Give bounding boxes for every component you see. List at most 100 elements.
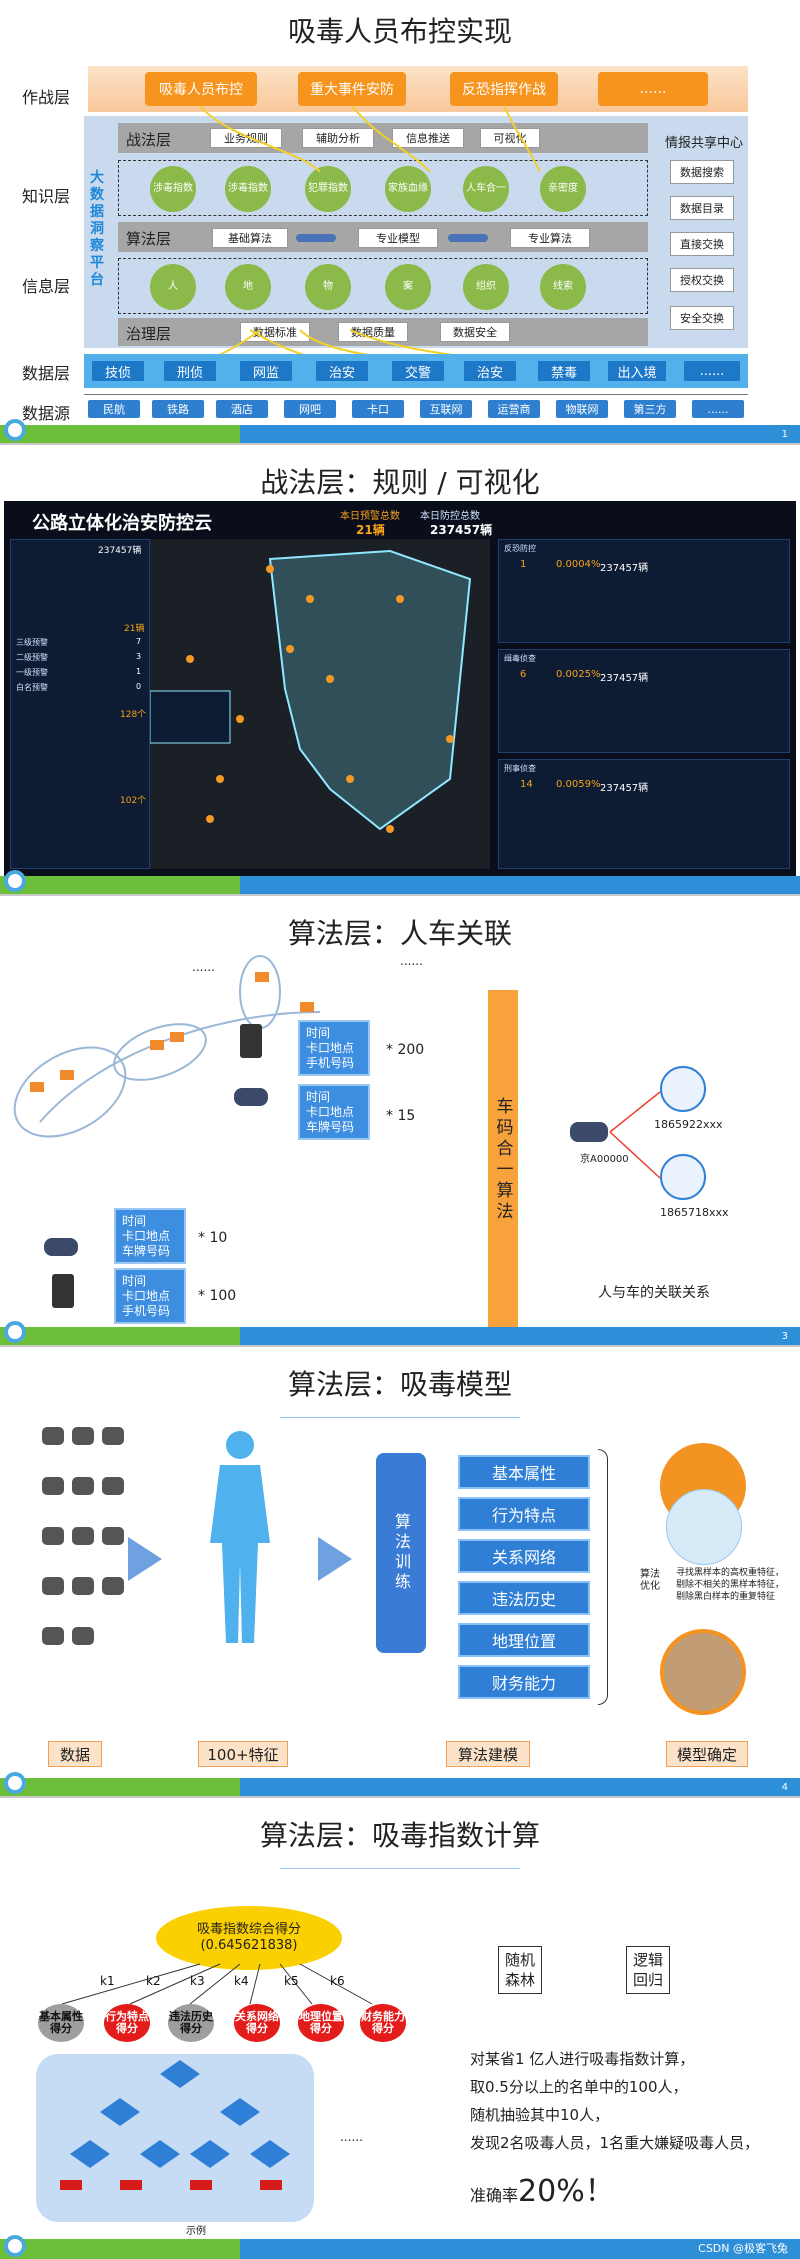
share-item[interactable]: 安全交换 bbox=[670, 306, 734, 330]
data-item: 治安 bbox=[316, 361, 368, 381]
dots: ...... bbox=[192, 960, 215, 974]
optimize-label: 算法优化 bbox=[640, 1569, 660, 1593]
example-caption: 示例 bbox=[186, 2222, 206, 2237]
left-count-3: 102个 bbox=[120, 793, 146, 806]
stat-control-value: 237457辆 bbox=[430, 521, 492, 538]
car-icon bbox=[44, 1238, 78, 1256]
footer-logo-icon bbox=[4, 870, 26, 892]
dots: ...... bbox=[400, 954, 423, 968]
weight-label: k5 bbox=[284, 1974, 299, 1988]
data-item: 技侦 bbox=[92, 361, 144, 381]
slide-drug-model: 算法层：吸毒模型 算法训练 基本属性 行为特点 关系网络 违法历史 地理位置 财… bbox=[0, 1353, 800, 1798]
slide-title: 算法层：人车关联 bbox=[0, 912, 800, 952]
slide-title: 算法层：吸毒模型 bbox=[0, 1363, 800, 1403]
right-panel-num: 1 bbox=[520, 559, 526, 570]
right-panel-total: 237457辆 bbox=[600, 559, 648, 574]
data-item: 治安 bbox=[464, 361, 516, 381]
weight-label: k6 bbox=[330, 1974, 345, 1988]
share-item[interactable]: 直接交换 bbox=[670, 232, 734, 256]
result-line: 对某省1 亿人进行吸毒指数计算， bbox=[470, 2048, 694, 2069]
right-panel-num: 6 bbox=[520, 669, 526, 680]
stage-label: 模型确定 bbox=[666, 1741, 748, 1767]
watermark: CSDN @极客飞兔 bbox=[698, 2240, 788, 2256]
dashboard-title: 公路立体化治安防控云 bbox=[32, 509, 212, 535]
source-item: 民航 bbox=[88, 400, 140, 418]
weight-label: k2 bbox=[146, 1974, 161, 1988]
score-circle: 基本属性得分 bbox=[38, 2004, 84, 2042]
relation-lines bbox=[600, 1082, 670, 1192]
left-row-num: 0 bbox=[136, 682, 141, 691]
source-item: 第三方 bbox=[624, 400, 676, 418]
footer-logo-icon bbox=[4, 419, 26, 441]
bracket bbox=[598, 1449, 608, 1705]
slide-title: 算法层：吸毒指数计算 bbox=[0, 1814, 800, 1854]
record-box-b: 时间 卡口地点 车牌号码 bbox=[298, 1084, 370, 1140]
score-value: (0.645621838) bbox=[156, 1938, 342, 1953]
left-panel bbox=[10, 539, 150, 869]
arrow-icon bbox=[128, 1537, 162, 1581]
slide-footer: CSDN @极客飞兔 bbox=[0, 2239, 800, 2259]
score-title: 吸毒指数综合得分 bbox=[156, 1918, 342, 1937]
model-circle-bottom bbox=[660, 1629, 746, 1715]
map-view[interactable] bbox=[150, 539, 490, 869]
right-panel-pct: 0.0025% bbox=[556, 669, 601, 680]
train-bar: 算法训练 bbox=[376, 1453, 426, 1653]
right-panel-head: 反恐防控 bbox=[504, 543, 536, 554]
right-panel-head: 刑事侦查 bbox=[504, 763, 536, 774]
share-item[interactable]: 授权交换 bbox=[670, 268, 734, 292]
score-circle: 违法历史得分 bbox=[168, 2004, 214, 2042]
source-item: 物联网 bbox=[556, 400, 608, 418]
multiplier: * 200 bbox=[386, 1042, 424, 1058]
feature-box: 基本属性 bbox=[458, 1455, 590, 1489]
weight-label: k1 bbox=[100, 1974, 115, 1988]
stat-warning-value: 21辆 bbox=[356, 521, 385, 538]
feature-box: 行为特点 bbox=[458, 1497, 590, 1531]
data-item: 网监 bbox=[240, 361, 292, 381]
right-panel-drug bbox=[498, 649, 790, 753]
source-item: 卡口 bbox=[352, 400, 404, 418]
route-map bbox=[0, 952, 340, 1212]
multiplier: * 10 bbox=[198, 1230, 227, 1246]
accuracy-value: 20%！ bbox=[518, 2174, 615, 2209]
slide-architecture: 吸毒人员布控实现 作战层 知识层 信息层 数据层 数据源 吸毒人员布控 重大事件… bbox=[0, 0, 800, 445]
score-circle: 行为特点得分 bbox=[104, 2004, 150, 2042]
slide-dashboard: 战法层：规则 / 可视化 公路立体化治安防控云 本日预警总数 21辆 本日防控总… bbox=[0, 451, 800, 896]
title-underline bbox=[280, 1868, 520, 1869]
right-panel-criminal bbox=[498, 759, 790, 869]
weight-label: k4 bbox=[234, 1974, 249, 1988]
share-item[interactable]: 数据搜索 bbox=[670, 160, 734, 184]
phone-number-2: 1865718xxx bbox=[660, 1206, 729, 1219]
right-panel-total: 237457辆 bbox=[600, 779, 648, 794]
left-row-label: 一级预警 bbox=[16, 667, 48, 678]
right-panel-head: 缉毒侦查 bbox=[504, 653, 536, 664]
stat-warning-label: 本日预警总数 bbox=[340, 507, 400, 522]
record-box-c: 时间 卡口地点 车牌号码 bbox=[114, 1208, 186, 1264]
feature-box: 违法历史 bbox=[458, 1581, 590, 1615]
source-item: 互联网 bbox=[420, 400, 472, 418]
multiplier: * 15 bbox=[386, 1108, 415, 1124]
model-circle-mid bbox=[666, 1489, 742, 1565]
left-count-1: 21辆 bbox=[124, 621, 144, 634]
source-item: 酒店 bbox=[216, 400, 268, 418]
share-item[interactable]: 数据目录 bbox=[670, 196, 734, 220]
page-number: 4 bbox=[782, 1782, 788, 1793]
title-underline bbox=[280, 1417, 520, 1418]
tree-dots: ...... bbox=[340, 2130, 363, 2144]
score-circle: 地理位置得分 bbox=[298, 2004, 344, 2042]
record-box-d: 时间 卡口地点 手机号码 bbox=[114, 1268, 186, 1324]
left-row-num: 7 bbox=[136, 637, 141, 646]
relation-caption: 人与车的关联关系 bbox=[598, 1282, 710, 1302]
accuracy-line: 准确率20%！ bbox=[470, 2166, 615, 2210]
right-panel-pct: 0.0004% bbox=[556, 559, 601, 570]
score-circle: 关系网络得分 bbox=[234, 2004, 280, 2042]
left-row-num: 3 bbox=[136, 652, 141, 661]
left-total: 237457辆 bbox=[98, 543, 141, 556]
slide-footer bbox=[0, 876, 800, 894]
slide-footer: 3 bbox=[0, 1327, 800, 1345]
left-count-2: 128个 bbox=[120, 707, 146, 720]
stage-label: 算法建模 bbox=[446, 1741, 530, 1767]
left-row-num: 1 bbox=[136, 667, 141, 676]
stage-label: 数据 bbox=[48, 1741, 102, 1767]
database-grid bbox=[38, 1423, 128, 1663]
car-icon bbox=[234, 1088, 268, 1106]
